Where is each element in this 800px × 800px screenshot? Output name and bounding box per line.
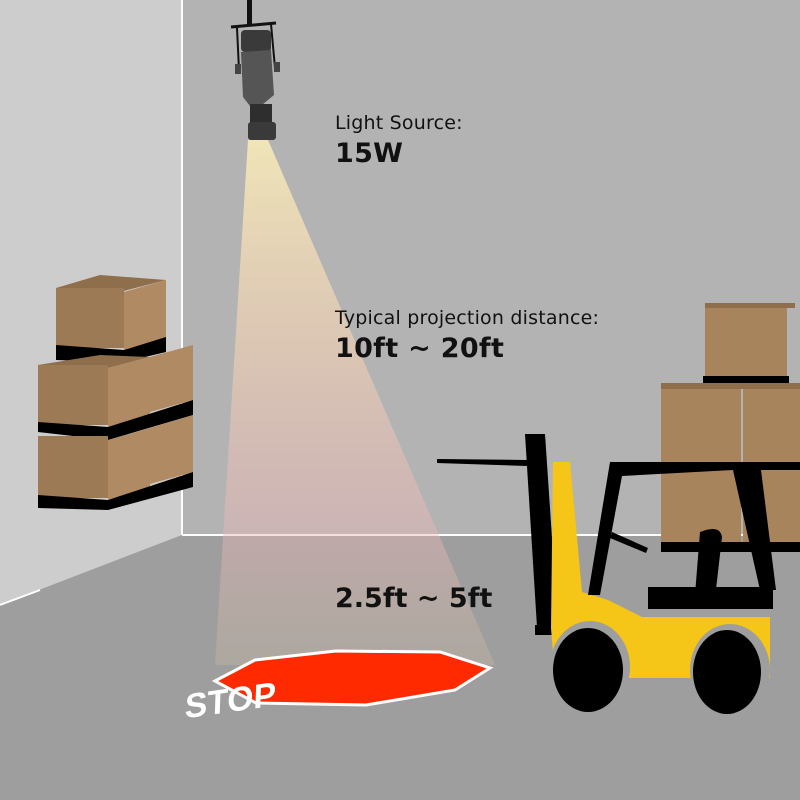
- near-distance-value: 2.5ft ~ 5ft: [335, 583, 493, 614]
- projector-lamp-icon: [230, 0, 280, 140]
- forklift-icon: [437, 434, 776, 716]
- projection-distance-label: Typical projection distance: 10ft ~ 20ft: [335, 307, 599, 364]
- light-source-value: 15W: [335, 138, 404, 169]
- light-source-caption: Light Source:: [335, 112, 463, 134]
- light-beam: [215, 140, 495, 665]
- projection-value: 10ft ~ 20ft: [335, 333, 505, 364]
- projection-caption: Typical projection distance:: [335, 307, 600, 329]
- light-source-label: Light Source: 15W: [335, 112, 463, 169]
- stop-sign-icon: STOP: [184, 649, 494, 726]
- cardboard-boxes-icon: [38, 275, 193, 510]
- floor-line-left: [0, 589, 41, 606]
